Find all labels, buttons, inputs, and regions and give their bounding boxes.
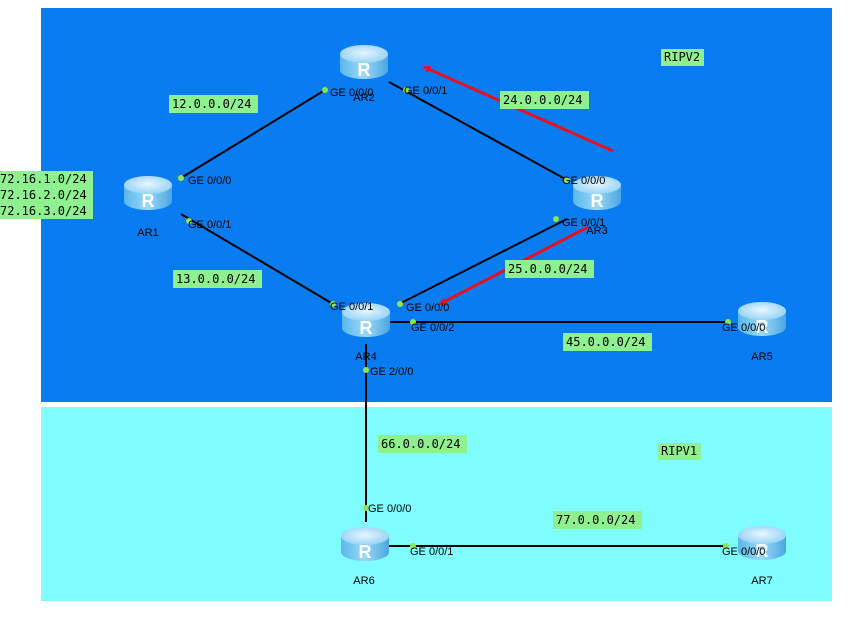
port-ar4-ge001: GE 0/0/1	[330, 301, 373, 313]
loopback-networks: 72.16.1.0/24 72.16.2.0/24 72.16.3.0/24	[0, 171, 93, 219]
network-label-25: 25.0.0.0/24	[505, 260, 594, 278]
port-ar1-ge000: GE 0/0/0	[188, 175, 231, 187]
port-dot	[330, 301, 336, 307]
port-dot	[564, 177, 570, 183]
router-ar5[interactable]: R	[738, 302, 786, 337]
router-ar2-name: AR2	[353, 92, 374, 104]
port-dot	[363, 367, 369, 373]
ripv1-text: RIPV1	[661, 444, 697, 458]
port-dot	[397, 301, 403, 307]
network-label-66: 66.0.0.0/24	[378, 435, 467, 453]
port-dot	[178, 175, 184, 181]
port-ar3-ge001: GE 0/0/1	[562, 217, 605, 229]
router-ar3[interactable]: R	[573, 176, 621, 211]
link-ar3-ar4	[398, 218, 568, 305]
svg-text:R: R	[359, 542, 372, 562]
network-13-text: 13.0.0.0/24	[176, 272, 255, 286]
network-12-text: 12.0.0.0/24	[172, 97, 251, 111]
port-ar6-ge000: GE 0/0/0	[368, 503, 411, 515]
port-ar2-ge000: GE 0/0/0	[330, 87, 373, 99]
port-ar4-ge000: GE 0/0/0	[406, 302, 449, 314]
router-ar7[interactable]: R	[738, 526, 786, 561]
port-dot	[322, 87, 328, 93]
router-ar1-name: AR1	[137, 227, 158, 239]
svg-text:R: R	[591, 191, 604, 211]
network-label-12: 12.0.0.0/24	[169, 95, 258, 113]
area-label-ripv1: RIPV1	[658, 443, 701, 460]
area-label-ripv2: RIPV2	[661, 49, 704, 66]
network-77-text: 77.0.0.0/24	[556, 513, 635, 527]
link-ar1-ar4	[180, 213, 334, 305]
link-ar2-ar3	[388, 81, 568, 181]
svg-text:R: R	[358, 60, 371, 80]
router-ar1[interactable]: R	[124, 176, 172, 211]
port-ar1-ge001: GE 0/0/1	[188, 219, 231, 231]
loopback-2: 72.16.2.0/24	[0, 188, 87, 202]
svg-text:R: R	[142, 191, 155, 211]
network-66-text: 66.0.0.0/24	[381, 437, 460, 451]
port-ar4-ge002: GE 0/0/2	[411, 322, 454, 334]
port-dot	[403, 87, 409, 93]
link-ar1-ar2	[180, 89, 326, 179]
port-dot	[553, 216, 559, 222]
loopback-3: 72.16.3.0/24	[0, 204, 87, 218]
port-ar4-ge200: GE 2/0/0	[370, 366, 413, 378]
network-25-text: 25.0.0.0/24	[508, 262, 587, 276]
router-ar6-name: AR6	[353, 575, 374, 587]
network-label-45: 45.0.0.0/24	[563, 333, 652, 351]
network-24-text: 24.0.0.0/24	[503, 93, 582, 107]
loopback-1: 72.16.1.0/24	[0, 172, 87, 186]
port-ar5-ge000: GE 0/0/0	[722, 322, 765, 334]
port-dots	[178, 87, 731, 549]
port-ar7-ge000: GE 0/0/0	[722, 546, 765, 558]
network-label-24: 24.0.0.0/24	[500, 91, 589, 109]
router-ar7-name: AR7	[751, 575, 772, 587]
network-45-text: 45.0.0.0/24	[566, 335, 645, 349]
svg-text:R: R	[360, 318, 373, 338]
port-dot	[723, 543, 729, 549]
router-ar4[interactable]: R	[342, 303, 390, 338]
port-ar6-ge001: GE 0/0/1	[410, 546, 453, 558]
router-ar2[interactable]: R	[340, 45, 388, 80]
port-dot	[186, 218, 192, 224]
network-label-77: 77.0.0.0/24	[553, 511, 642, 529]
port-ar2-ge001: GE 0/0/1	[404, 85, 447, 97]
router-ar3-name: AR3	[586, 225, 607, 237]
ripv2-text: RIPV2	[664, 50, 700, 64]
port-dot	[363, 505, 369, 511]
port-ar3-ge000: GE 0/0/0	[562, 175, 605, 187]
router-ar5-name: AR5	[751, 351, 772, 363]
links	[180, 81, 728, 547]
router-ar6[interactable]: R	[341, 527, 389, 562]
port-dot	[410, 319, 416, 325]
port-dot	[725, 319, 731, 325]
router-ar4-name: AR4	[355, 351, 376, 363]
svg-text:R: R	[756, 541, 769, 561]
port-dot	[410, 543, 416, 549]
svg-text:R: R	[756, 317, 769, 337]
network-label-13: 13.0.0.0/24	[173, 270, 262, 288]
